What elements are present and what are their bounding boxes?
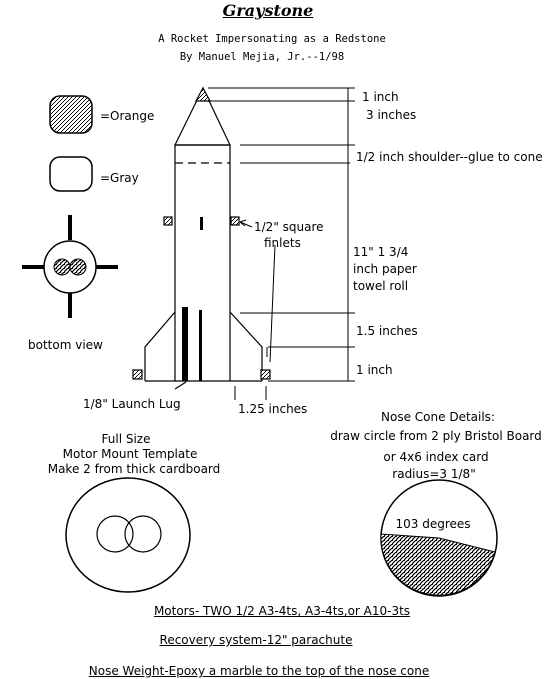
- nose-cone-line2: draw circle from 2 ply Bristol Board: [330, 429, 542, 443]
- footer-motors: Motors- TWO 1/2 A3-4ts, A3-4ts,or A10-3t…: [153, 604, 411, 618]
- rocket-side-view: [132, 86, 271, 390]
- launch-lug: [182, 307, 188, 381]
- gray-swatch: [49, 156, 93, 192]
- legend-gray-label: =Gray: [100, 171, 139, 185]
- right-finlet: [230, 216, 240, 226]
- left-fin: [144, 311, 176, 381]
- dim-finlets-2: finlets: [264, 236, 301, 250]
- left-finlet: [163, 216, 173, 226]
- dimension-lines: [208, 87, 355, 400]
- dim-nose-length: 3 inches: [366, 108, 417, 122]
- nose-cone-template: [380, 479, 498, 597]
- bottom-view-figure: [22, 215, 118, 318]
- dim-finlets-1: 1/2" square: [254, 220, 324, 234]
- bottom-view-label: bottom view: [28, 338, 103, 352]
- page-title: Graystone: [222, 1, 314, 20]
- dim-fin-width: 1.25 inches: [238, 402, 308, 416]
- right-fin-tab: [260, 369, 271, 380]
- dim-launch-lug: 1/8" Launch Lug: [83, 397, 181, 411]
- motor-mount-line3: Make 2 from thick cardboard: [47, 462, 221, 476]
- right-fin: [229, 311, 263, 381]
- orange-swatch: [49, 95, 93, 134]
- nose-cone-line3: or 4x6 index card: [383, 450, 489, 464]
- dim-body-1: 11" 1 3/4: [353, 245, 409, 259]
- dim-body-2: inch paper: [353, 262, 417, 276]
- footer-nose-weight: Nose Weight-Epoxy a marble to the top of…: [88, 664, 430, 678]
- nose-cone-angle: 103 degrees: [395, 517, 471, 531]
- dim-fin-upper: 1.5 inches: [356, 324, 418, 338]
- left-fin-tab: [132, 369, 143, 380]
- legend-orange-label: =Orange: [100, 109, 155, 123]
- motor-mount-template: [65, 477, 191, 593]
- dim-fin-lower: 1 inch: [356, 363, 393, 377]
- byline: By Manuel Mejia, Jr.--1/98: [179, 51, 345, 63]
- dim-nose-tip: 1 inch: [362, 90, 399, 104]
- nose-cone-line1: Nose Cone Details:: [381, 410, 495, 424]
- footer-recovery: Recovery system-12" parachute: [159, 633, 353, 647]
- dim-shoulder: 1/2 inch shoulder--glue to cone: [356, 150, 543, 164]
- nose-tip: [194, 86, 212, 102]
- motor-mount-line1: Full Size: [101, 432, 151, 446]
- dim-body-3: towel roll: [353, 279, 409, 293]
- subtitle: A Rocket Impersonating as a Redstone: [158, 33, 386, 45]
- nose-cone-line4: radius=3 1/8": [392, 467, 476, 481]
- motor-mount-line2: Motor Mount Template: [62, 447, 198, 461]
